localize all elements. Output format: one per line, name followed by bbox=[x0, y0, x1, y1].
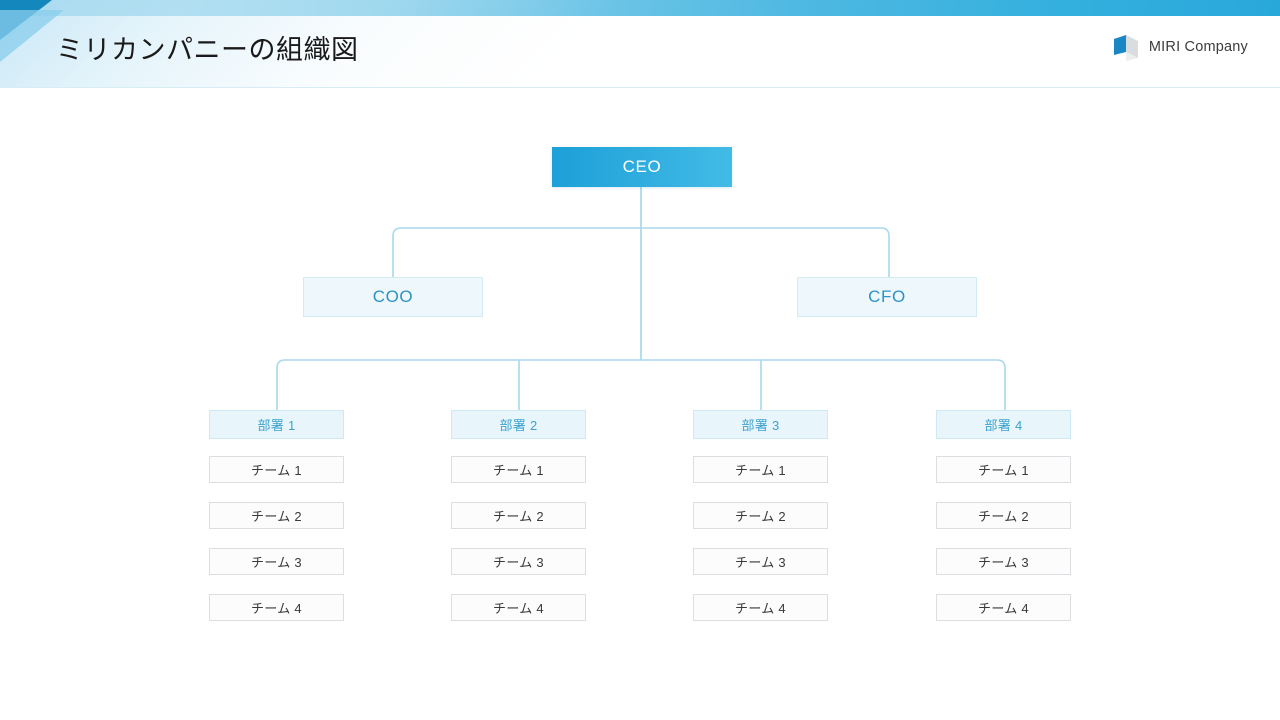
node-team-3-1[interactable]: チーム 1 bbox=[693, 456, 828, 483]
node-ceo-label: CEO bbox=[622, 157, 662, 176]
node-department-1[interactable]: 部署 1 bbox=[209, 410, 344, 439]
node-cfo-label: CFO bbox=[868, 287, 906, 306]
node-coo[interactable]: COO bbox=[303, 277, 483, 317]
node-team-2-1-label: チーム 1 bbox=[493, 463, 544, 478]
node-team-2-1[interactable]: チーム 1 bbox=[451, 456, 586, 483]
node-department-3-label: 部署 3 bbox=[741, 418, 780, 433]
node-team-1-4-label: チーム 4 bbox=[251, 601, 302, 616]
node-team-2-4-label: チーム 4 bbox=[493, 601, 544, 616]
brand-lockup: MIRI Company bbox=[1113, 32, 1248, 62]
folded-page-logo-icon bbox=[1113, 32, 1139, 62]
node-team-2-2[interactable]: チーム 2 bbox=[451, 502, 586, 529]
node-team-1-2[interactable]: チーム 2 bbox=[209, 502, 344, 529]
node-team-1-1-label: チーム 1 bbox=[251, 463, 302, 478]
node-team-1-3[interactable]: チーム 3 bbox=[209, 548, 344, 575]
node-team-4-4-label: チーム 4 bbox=[978, 601, 1029, 616]
node-team-2-3[interactable]: チーム 3 bbox=[451, 548, 586, 575]
node-team-1-3-label: チーム 3 bbox=[251, 555, 302, 570]
node-team-3-1-label: チーム 1 bbox=[735, 463, 786, 478]
node-department-4[interactable]: 部署 4 bbox=[936, 410, 1071, 439]
node-team-1-1[interactable]: チーム 1 bbox=[209, 456, 344, 483]
node-team-4-2[interactable]: チーム 2 bbox=[936, 502, 1071, 529]
node-team-3-2-label: チーム 2 bbox=[735, 509, 786, 524]
node-team-1-4[interactable]: チーム 4 bbox=[209, 594, 344, 621]
node-department-1-label: 部署 1 bbox=[257, 418, 296, 433]
node-coo-label: COO bbox=[372, 287, 414, 306]
node-team-3-4-label: チーム 4 bbox=[735, 601, 786, 616]
org-chart: CEO COO CFO 部署 1 チーム 1 チーム 2 チーム 3 チーム 4… bbox=[0, 88, 1280, 720]
slide-header: ミリカンパニーの組織図 MIRI Company bbox=[0, 0, 1280, 88]
node-team-3-4[interactable]: チーム 4 bbox=[693, 594, 828, 621]
page-title: ミリカンパニーの組織図 bbox=[56, 35, 359, 65]
node-team-4-4[interactable]: チーム 4 bbox=[936, 594, 1071, 621]
brand-name: MIRI Company bbox=[1148, 39, 1248, 55]
node-team-4-2-label: チーム 2 bbox=[978, 509, 1029, 524]
node-department-4-label: 部署 4 bbox=[984, 418, 1023, 433]
node-team-3-3-label: チーム 3 bbox=[735, 555, 786, 570]
node-cfo[interactable]: CFO bbox=[797, 277, 977, 317]
node-team-4-3[interactable]: チーム 3 bbox=[936, 548, 1071, 575]
node-team-2-2-label: チーム 2 bbox=[493, 509, 544, 524]
node-team-4-3-label: チーム 3 bbox=[978, 555, 1029, 570]
node-team-2-4[interactable]: チーム 4 bbox=[451, 594, 586, 621]
node-department-3[interactable]: 部署 3 bbox=[693, 410, 828, 439]
node-team-1-2-label: チーム 2 bbox=[251, 509, 302, 524]
node-ceo[interactable]: CEO bbox=[552, 147, 732, 187]
node-team-3-3[interactable]: チーム 3 bbox=[693, 548, 828, 575]
node-team-4-1[interactable]: チーム 1 bbox=[936, 456, 1071, 483]
node-team-4-1-label: チーム 1 bbox=[978, 463, 1029, 478]
node-department-2-label: 部署 2 bbox=[499, 418, 538, 433]
node-team-2-3-label: チーム 3 bbox=[493, 555, 544, 570]
header-divider bbox=[0, 87, 1280, 88]
node-department-2[interactable]: 部署 2 bbox=[451, 410, 586, 439]
corner-accent-light-icon bbox=[0, 10, 64, 62]
node-team-3-2[interactable]: チーム 2 bbox=[693, 502, 828, 529]
